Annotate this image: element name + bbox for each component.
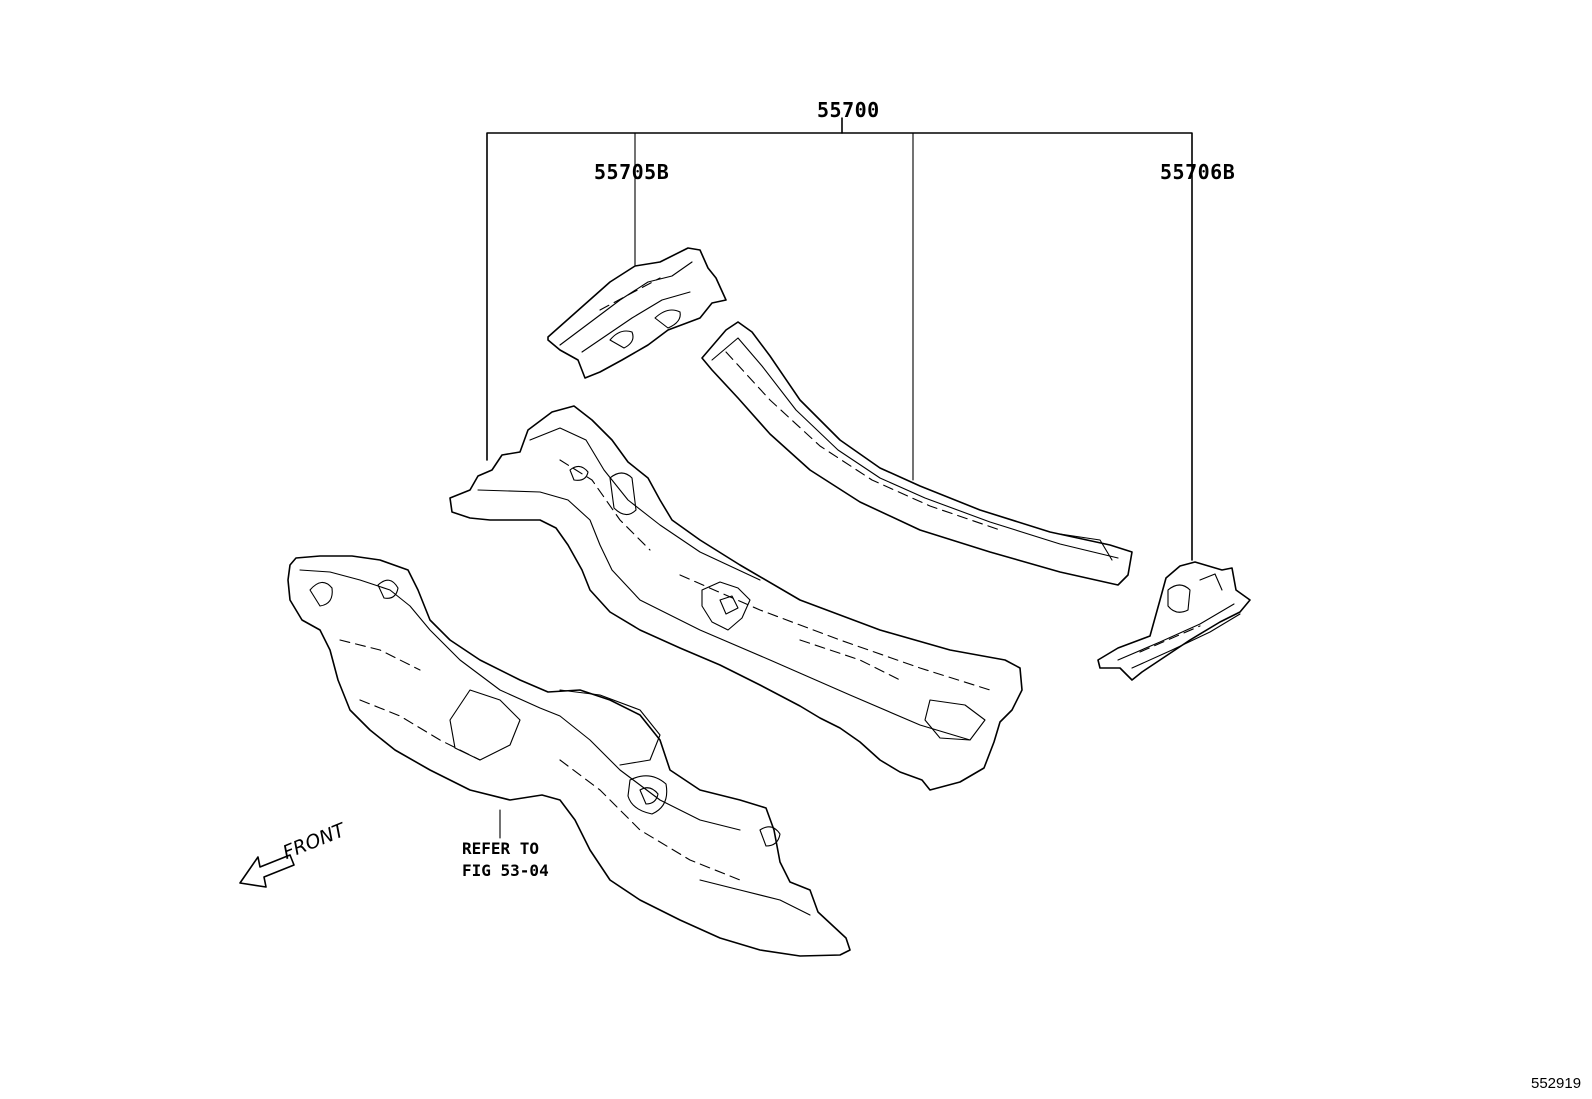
front-arrow-icon: [239, 854, 295, 888]
label-assembly-55700: 55700: [817, 98, 880, 122]
cowl-side-panel-right[interactable]: [1097, 561, 1251, 681]
leader-lines: [486, 117, 1193, 839]
label-part-55705b: 55705B: [594, 160, 670, 184]
cowl-side-panel-left[interactable]: [547, 247, 727, 379]
reference-note: REFER TO FIG 53-04: [462, 838, 549, 882]
reference-note-line2: FIG 53-04: [462, 861, 549, 880]
cowl-upper-reinforcement[interactable]: [701, 321, 1133, 586]
figure-id: 552919: [1531, 1075, 1582, 1092]
cowl-top-panel[interactable]: [449, 405, 1023, 791]
dash-panel-lower[interactable]: [287, 555, 851, 957]
reference-note-line1: REFER TO: [462, 839, 540, 858]
label-part-55706b: 55706B: [1160, 160, 1236, 184]
